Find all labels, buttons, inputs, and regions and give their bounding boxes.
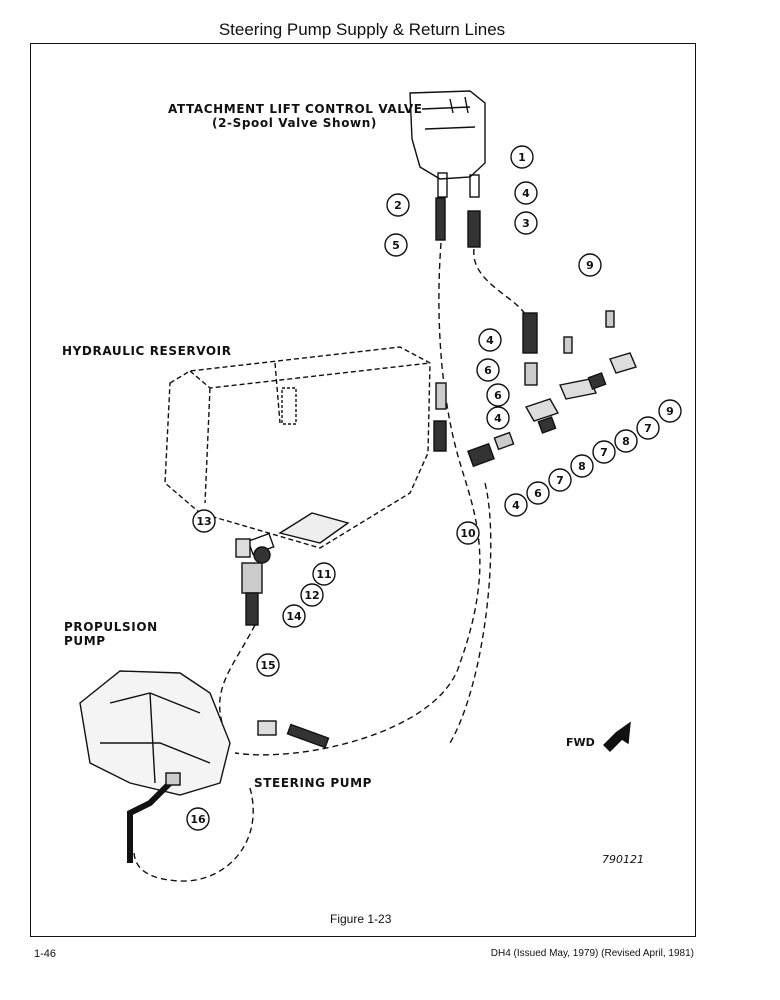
svg-text:6: 6 xyxy=(494,389,502,402)
reservoir-tank xyxy=(164,346,431,549)
svg-text:11: 11 xyxy=(316,568,331,581)
attachment-valve-label: ATTACHMENT LIFT CONTROL VALVE xyxy=(168,102,423,116)
callout-2: 2 xyxy=(386,193,410,217)
fwd-arrow xyxy=(603,721,631,752)
callout-8b: 8 xyxy=(570,454,594,478)
propulsion-pump-label-line1: PROPULSION xyxy=(64,620,158,634)
page-number: 1-46 xyxy=(34,948,57,960)
callout-11: 11 xyxy=(312,562,336,586)
callout-16: 16 xyxy=(186,807,210,831)
svg-text:7: 7 xyxy=(644,422,652,435)
exploded-diagram: 1 2 4 3 5 9 4 6 6 4 7 9 8 7 8 7 4 6 10 1… xyxy=(79,90,682,882)
callout-12: 12 xyxy=(300,583,324,607)
svg-text:4: 4 xyxy=(522,187,530,200)
callout-6a: 6 xyxy=(476,358,500,382)
callout-3: 3 xyxy=(514,211,538,235)
callout-10: 10 xyxy=(456,521,480,545)
callout-6b: 6 xyxy=(486,383,510,407)
page-title: Steering Pump Supply & Return Lines xyxy=(218,20,506,39)
svg-text:9: 9 xyxy=(666,405,674,418)
callout-4a: 4 xyxy=(514,181,538,205)
svg-text:7: 7 xyxy=(600,446,608,459)
figure-frame xyxy=(30,43,696,937)
callout-13: 13 xyxy=(192,509,216,533)
callout-7b: 7 xyxy=(592,440,616,464)
callout-1: 1 xyxy=(510,145,534,169)
svg-text:10: 10 xyxy=(460,527,476,540)
svg-text:4: 4 xyxy=(486,334,494,347)
svg-text:4: 4 xyxy=(494,412,502,425)
svg-text:9: 9 xyxy=(586,259,594,272)
svg-text:12: 12 xyxy=(304,589,319,602)
callout-4c: 4 xyxy=(486,406,510,430)
callout-9b: 9 xyxy=(658,399,682,423)
callout-7c: 7 xyxy=(548,468,572,492)
svg-text:6: 6 xyxy=(484,364,492,377)
tee-fitting xyxy=(524,398,560,422)
svg-text:4: 4 xyxy=(512,499,520,512)
propulsion-pump-label-line2: PUMP xyxy=(64,634,106,648)
steering-pump-label: STEERING PUMP xyxy=(254,776,373,790)
svg-text:13: 13 xyxy=(196,515,211,528)
callout-4d: 4 xyxy=(504,493,528,517)
callout-7a: 7 xyxy=(636,416,660,440)
hydraulic-reservoir-label: HYDRAULIC RESERVOIR xyxy=(62,344,232,358)
callout-8a: 8 xyxy=(614,429,638,453)
figure-caption: Figure 1-23 xyxy=(330,912,392,926)
callout-15: 15 xyxy=(256,653,280,677)
svg-text:6: 6 xyxy=(534,487,542,500)
svg-text:2: 2 xyxy=(394,199,402,212)
drawing-number: 790121 xyxy=(602,853,644,866)
callout-5: 5 xyxy=(384,233,408,257)
propulsion-pump xyxy=(79,670,231,796)
svg-text:14: 14 xyxy=(286,610,302,623)
svg-text:1: 1 xyxy=(518,151,526,164)
svg-text:8: 8 xyxy=(622,435,630,448)
fwd-label: FWD xyxy=(566,736,595,749)
svg-text:5: 5 xyxy=(392,239,400,252)
document-reference: DH4 (Issued May, 1979) (Revised April, 1… xyxy=(490,948,694,959)
callout-14: 14 xyxy=(282,604,306,628)
svg-text:3: 3 xyxy=(522,217,530,230)
svg-text:15: 15 xyxy=(260,659,275,672)
svg-text:8: 8 xyxy=(578,460,586,473)
svg-text:16: 16 xyxy=(190,813,206,826)
svg-text:7: 7 xyxy=(556,474,564,487)
callout-6c: 6 xyxy=(526,481,550,505)
attachment-valve-sublabel: (2-Spool Valve Shown) xyxy=(212,116,377,130)
callout-4b: 4 xyxy=(478,328,502,352)
callout-9a: 9 xyxy=(578,253,602,277)
